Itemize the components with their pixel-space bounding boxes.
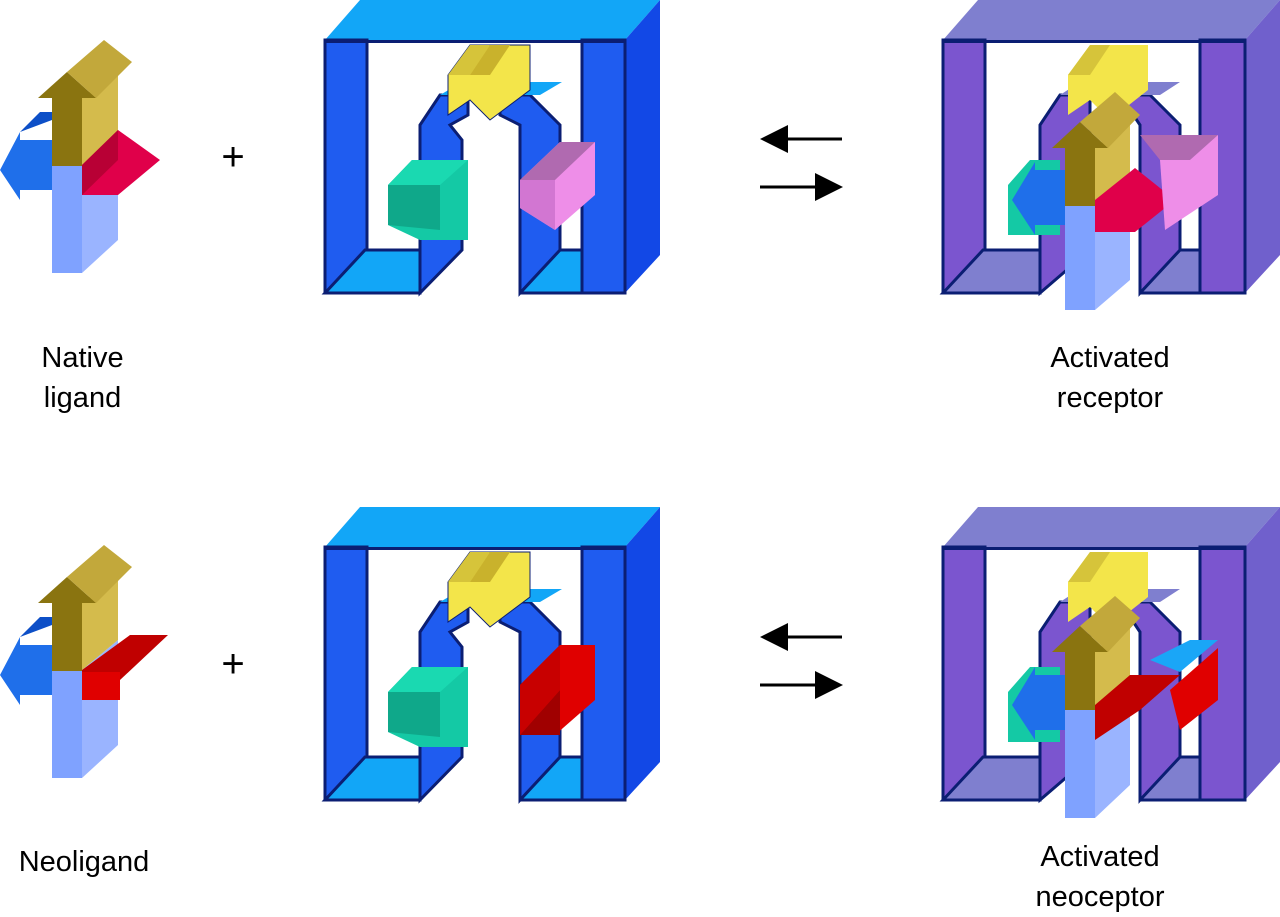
neoligand-label: Neoligand (18, 846, 150, 878)
activated-neoceptor-shape (941, 505, 1280, 818)
activated-receptor-label: Activated receptor (1050, 342, 1170, 414)
receptor-shape-row2 (323, 505, 662, 802)
activated-neoceptor-label: Activated neoceptor (1035, 841, 1165, 913)
plus-sign-row2: + (221, 642, 244, 686)
equilibrium-arrows-row1 (758, 123, 845, 203)
activated-receptor-shape (941, 0, 1280, 310)
receptor-shape-row1 (323, 0, 662, 295)
neoligand-red-block (82, 635, 168, 700)
equilibrium-arrows-row2 (758, 621, 845, 701)
plus-sign-row1: + (221, 135, 244, 179)
native-ligand-label: Native ligand (41, 342, 124, 414)
